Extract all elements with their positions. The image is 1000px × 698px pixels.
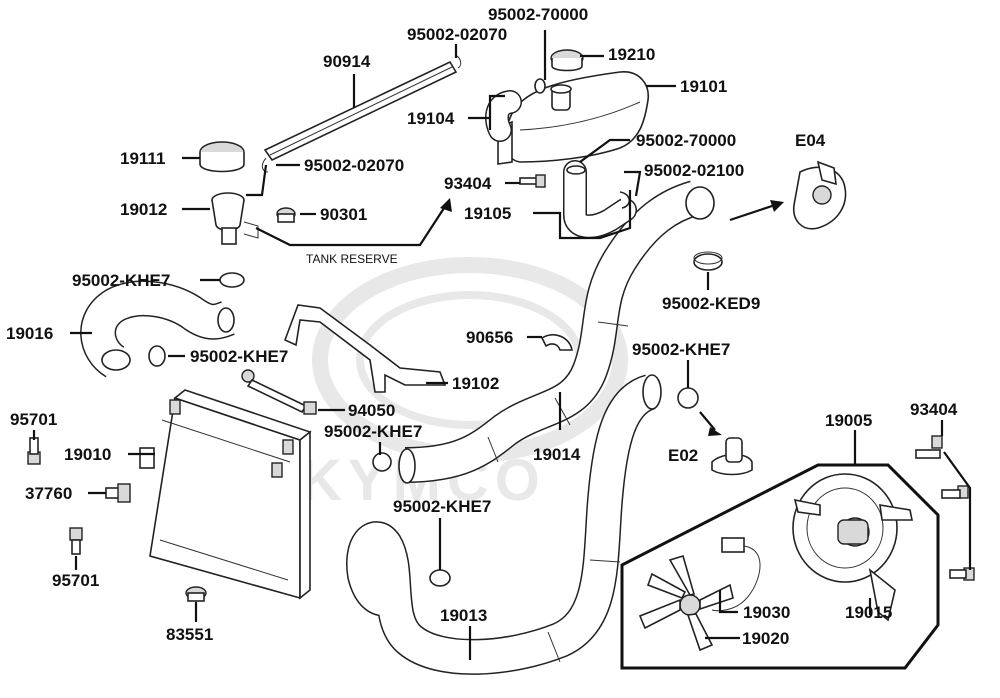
label-19014[interactable]: 19014 — [533, 445, 581, 464]
fan-assembly-box — [620, 463, 940, 670]
fan-shroud-19005[interactable] — [792, 473, 913, 622]
clamp-95002-khe7-e[interactable] — [429, 569, 451, 587]
reserve-tank-19101[interactable] — [497, 71, 649, 165]
clip-90656[interactable] — [540, 334, 573, 351]
label-19012[interactable]: 19012 — [120, 200, 167, 219]
bolt-95701-top[interactable] — [27, 437, 41, 465]
clip-95002-70000-top[interactable] — [534, 78, 546, 94]
label-19104[interactable]: 19104 — [407, 109, 455, 128]
label-19030[interactable]: 19030 — [743, 603, 790, 622]
label-e04[interactable]: E04 — [795, 131, 826, 150]
label-95002-02070-mid[interactable]: 95002-02070 — [304, 156, 404, 175]
radiator-cap-19111[interactable] — [199, 141, 245, 173]
label-90914[interactable]: 90914 — [323, 52, 371, 71]
label-19210[interactable]: 19210 — [608, 45, 655, 64]
leader-lines — [32, 30, 944, 660]
hose-19105[interactable] — [563, 160, 637, 239]
label-95002-02070-top[interactable]: 95002-02070 — [407, 25, 507, 44]
label-19016[interactable]: 19016 — [6, 324, 53, 343]
label-95002-khe7-b[interactable]: 95002-KHE7 — [190, 347, 288, 366]
radiator-19010[interactable] — [139, 389, 312, 600]
fan-blade-19020[interactable] — [638, 554, 734, 652]
label-19102[interactable]: 19102 — [452, 374, 499, 393]
label-95701-bottom[interactable]: 95701 — [52, 571, 99, 590]
label-e02[interactable]: E02 — [668, 446, 698, 465]
label-19111[interactable]: 19111 — [120, 149, 165, 168]
part-number-labels: 95002-70000 95002-02070 90914 19210 1910… — [6, 5, 958, 648]
label-19013[interactable]: 19013 — [440, 606, 487, 625]
label-19101[interactable]: 19101 — [680, 77, 727, 96]
label-95002-ked9[interactable]: 95002-KED9 — [662, 294, 760, 313]
label-95002-70000-mid[interactable]: 95002-70000 — [636, 131, 736, 150]
bolt-93404-top[interactable] — [519, 174, 546, 188]
clamp-95002-khe7-c[interactable] — [677, 387, 699, 409]
clip-95002-70000-mid[interactable] — [566, 165, 586, 175]
bolt-94050[interactable] — [241, 369, 317, 415]
water-pump-cover-e02[interactable] — [711, 437, 753, 476]
clamp-95002-khe7-d[interactable] — [372, 452, 392, 472]
label-90656[interactable]: 90656 — [466, 328, 513, 347]
hose-19016[interactable] — [80, 280, 235, 378]
label-93404-right[interactable]: 93404 — [910, 400, 958, 419]
label-94050[interactable]: 94050 — [348, 401, 395, 420]
label-95002-khe7-e[interactable]: 95002-KHE7 — [393, 497, 491, 516]
label-19020[interactable]: 19020 — [742, 629, 789, 648]
label-95002-khe7-c[interactable]: 95002-KHE7 — [632, 340, 730, 359]
bolt-95701-bottom[interactable] — [69, 527, 83, 555]
label-95002-02100[interactable]: 95002-02100 — [644, 161, 744, 180]
fan-bolts-93404[interactable] — [915, 435, 975, 581]
label-37760[interactable]: 37760 — [25, 484, 72, 503]
label-tank-reserve[interactable]: TANK RESERVE — [306, 252, 398, 266]
label-19015[interactable]: 19015 — [845, 603, 892, 622]
label-93404-top[interactable]: 93404 — [444, 174, 492, 193]
clamp-95002-khe7-a[interactable] — [219, 272, 245, 288]
hose-19104[interactable] — [485, 90, 522, 142]
tank-cap-19210[interactable] — [550, 49, 584, 72]
grommet-83551[interactable] — [185, 586, 207, 602]
label-19010[interactable]: 19010 — [64, 445, 111, 464]
thermostat-housing-e04[interactable] — [793, 160, 847, 230]
clamp-95002-khe7-b[interactable] — [148, 345, 166, 367]
rubber-plug-90301[interactable] — [276, 207, 296, 223]
hose-19014[interactable] — [398, 180, 715, 484]
filler-neck-19012[interactable] — [211, 192, 259, 245]
fan-connector-19030[interactable] — [711, 537, 761, 612]
label-90301[interactable]: 90301 — [320, 205, 367, 224]
label-95002-70000-top[interactable]: 95002-70000 — [488, 5, 588, 24]
hose-19013[interactable] — [346, 374, 662, 675]
label-83551[interactable]: 83551 — [166, 625, 213, 644]
label-95002-khe7-a[interactable]: 95002-KHE7 — [72, 271, 170, 290]
label-95701-top[interactable]: 95701 — [10, 410, 57, 429]
bracket-19102[interactable] — [283, 304, 447, 393]
fan-switch-37760[interactable] — [105, 483, 131, 503]
label-95002-khe7-d[interactable]: 95002-KHE7 — [324, 422, 422, 441]
label-19005[interactable]: 19005 — [825, 411, 872, 430]
overflow-tube-90914[interactable] — [261, 54, 462, 173]
clamp-95002-ked9[interactable] — [693, 251, 723, 271]
fan-motor-19015[interactable] — [837, 519, 869, 545]
label-19105[interactable]: 19105 — [464, 204, 511, 223]
